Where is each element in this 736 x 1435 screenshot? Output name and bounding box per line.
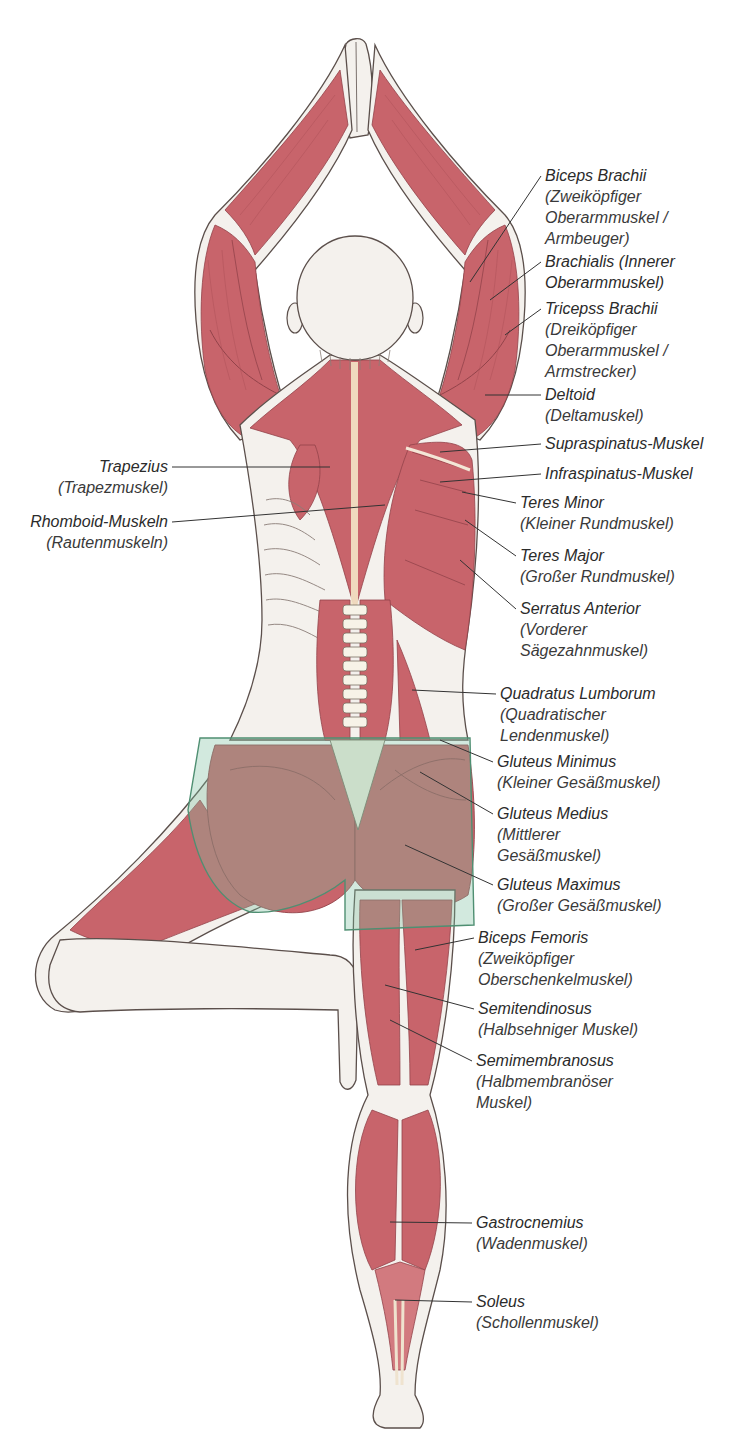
muscle-name: Serratus Anterior — [520, 598, 640, 619]
torso — [230, 355, 479, 740]
muscle-gloss: (Schollenmuskel) — [476, 1312, 599, 1333]
muscle-name: Tricepss Brachii — [545, 298, 658, 319]
muscle-name: Gluteus Maximus — [497, 874, 621, 895]
leader-lines — [172, 176, 541, 1302]
muscle-gloss: (Kleiner Rundmuskel) — [520, 513, 674, 534]
spine — [351, 362, 358, 607]
muscle-name: Brachialis (Innerer Oberarmmuskel) — [545, 251, 715, 293]
soleus — [375, 1262, 425, 1370]
hands — [356, 42, 357, 132]
muscle-name: Gluteus Minimus — [497, 751, 616, 772]
achilles-tendon — [395, 1300, 403, 1385]
muscle-gloss: (Quadratischer Lendenmuskel) — [500, 704, 640, 746]
muscle-gloss: (Deltamuskel) — [545, 405, 644, 426]
muscle-name: Deltoid — [545, 384, 595, 405]
standing-leg — [348, 890, 455, 1428]
muscle-name: Trapezius — [99, 456, 168, 477]
muscle-gloss: (Mittlerer Gesäßmuskel) — [497, 824, 637, 866]
muscle-name: Biceps Brachii — [545, 165, 646, 186]
muscle-name: Gastrocnemius — [476, 1212, 584, 1233]
muscle-gloss: (Vorderer Sägezahnmuskel) — [520, 619, 660, 661]
gastrocnemius — [356, 1110, 399, 1270]
muscle-gloss: (Dreiköpfiger Oberarmmuskel / Armstrecke… — [545, 319, 685, 382]
vertebrae — [343, 605, 367, 727]
muscle-name: Supraspinatus-Muskel — [545, 433, 703, 454]
muscle-name: Quadratus Lumborum — [500, 683, 656, 704]
muscle-divisions — [405, 452, 468, 585]
muscle-gloss: (Trapezmuskel) — [58, 477, 168, 498]
muscle-name: Semitendinosus — [478, 998, 592, 1019]
muscle-gloss: (Halbsehniger Muskel) — [478, 1019, 638, 1040]
muscle-name: Infraspinatus-Muskel — [545, 463, 693, 484]
back-muscles — [384, 442, 475, 650]
muscle-gloss: (Rautenmuskeln) — [46, 532, 168, 553]
muscle-name: Biceps Femoris — [478, 927, 588, 948]
muscle-gloss: (Kleiner Gesäßmuskel) — [497, 772, 661, 793]
shin-foot — [49, 939, 358, 1090]
muscle-name: Teres Minor — [520, 492, 604, 513]
muscle-name: Soleus — [476, 1291, 525, 1312]
gastrocnemius — [402, 1110, 440, 1270]
muscle-name: Gluteus Medius — [497, 803, 608, 824]
scapula-spine — [406, 448, 470, 470]
muscle-gloss: (Großer Gesäßmuskel) — [497, 895, 661, 916]
head — [297, 236, 413, 360]
hairline — [320, 350, 390, 370]
muscle-gloss: (Wadenmuskel) — [476, 1233, 588, 1254]
muscle-gloss: (Halbmembranöser Muskel) — [476, 1071, 626, 1113]
muscle-name: Semimembranosus — [476, 1050, 614, 1071]
rhomboid — [289, 445, 320, 520]
muscle-gloss: (Zweiköpfiger Oberschenkelmuskel) — [478, 948, 678, 990]
muscle-name: Rhomboid-Muskeln — [30, 511, 168, 532]
muscle-gloss: (Großer Rundmuskel) — [520, 566, 675, 587]
muscle-name: Teres Major — [520, 545, 604, 566]
shorts — [188, 738, 474, 930]
muscle-gloss: (Zweiköpfiger Oberarmmuskel / Armbeuger) — [545, 186, 685, 249]
